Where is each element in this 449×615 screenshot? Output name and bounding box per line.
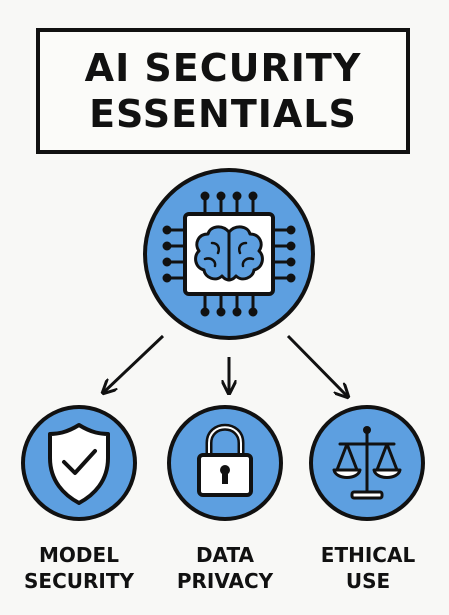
shield-check-icon	[21, 405, 137, 521]
arrow-right	[286, 334, 347, 396]
label-data-privacy-line2: PRIVACY	[176, 569, 274, 593]
ai-chip-brain-icon	[143, 168, 315, 340]
label-ethical-use: ETHICAL USE	[303, 542, 433, 594]
title-line-2: ESSENTIALS	[89, 92, 357, 136]
padlock-icon	[167, 405, 283, 521]
title-box: AI SECURITY ESSENTIALS	[36, 28, 410, 154]
label-data-privacy-line1: DATA	[195, 543, 255, 567]
label-ethical-use-line1: ETHICAL	[320, 543, 416, 567]
title-line-1: AI SECURITY	[84, 46, 362, 90]
scales-of-justice-icon	[309, 405, 425, 521]
arrows	[104, 334, 347, 396]
label-data-privacy: DATA PRIVACY	[160, 542, 290, 594]
label-model-security: MODEL SECURITY	[14, 542, 144, 594]
label-model-security-line2: SECURITY	[24, 569, 134, 593]
arrow-left	[104, 334, 165, 392]
label-ethical-use-line2: USE	[345, 569, 391, 593]
label-model-security-line1: MODEL	[39, 543, 119, 567]
